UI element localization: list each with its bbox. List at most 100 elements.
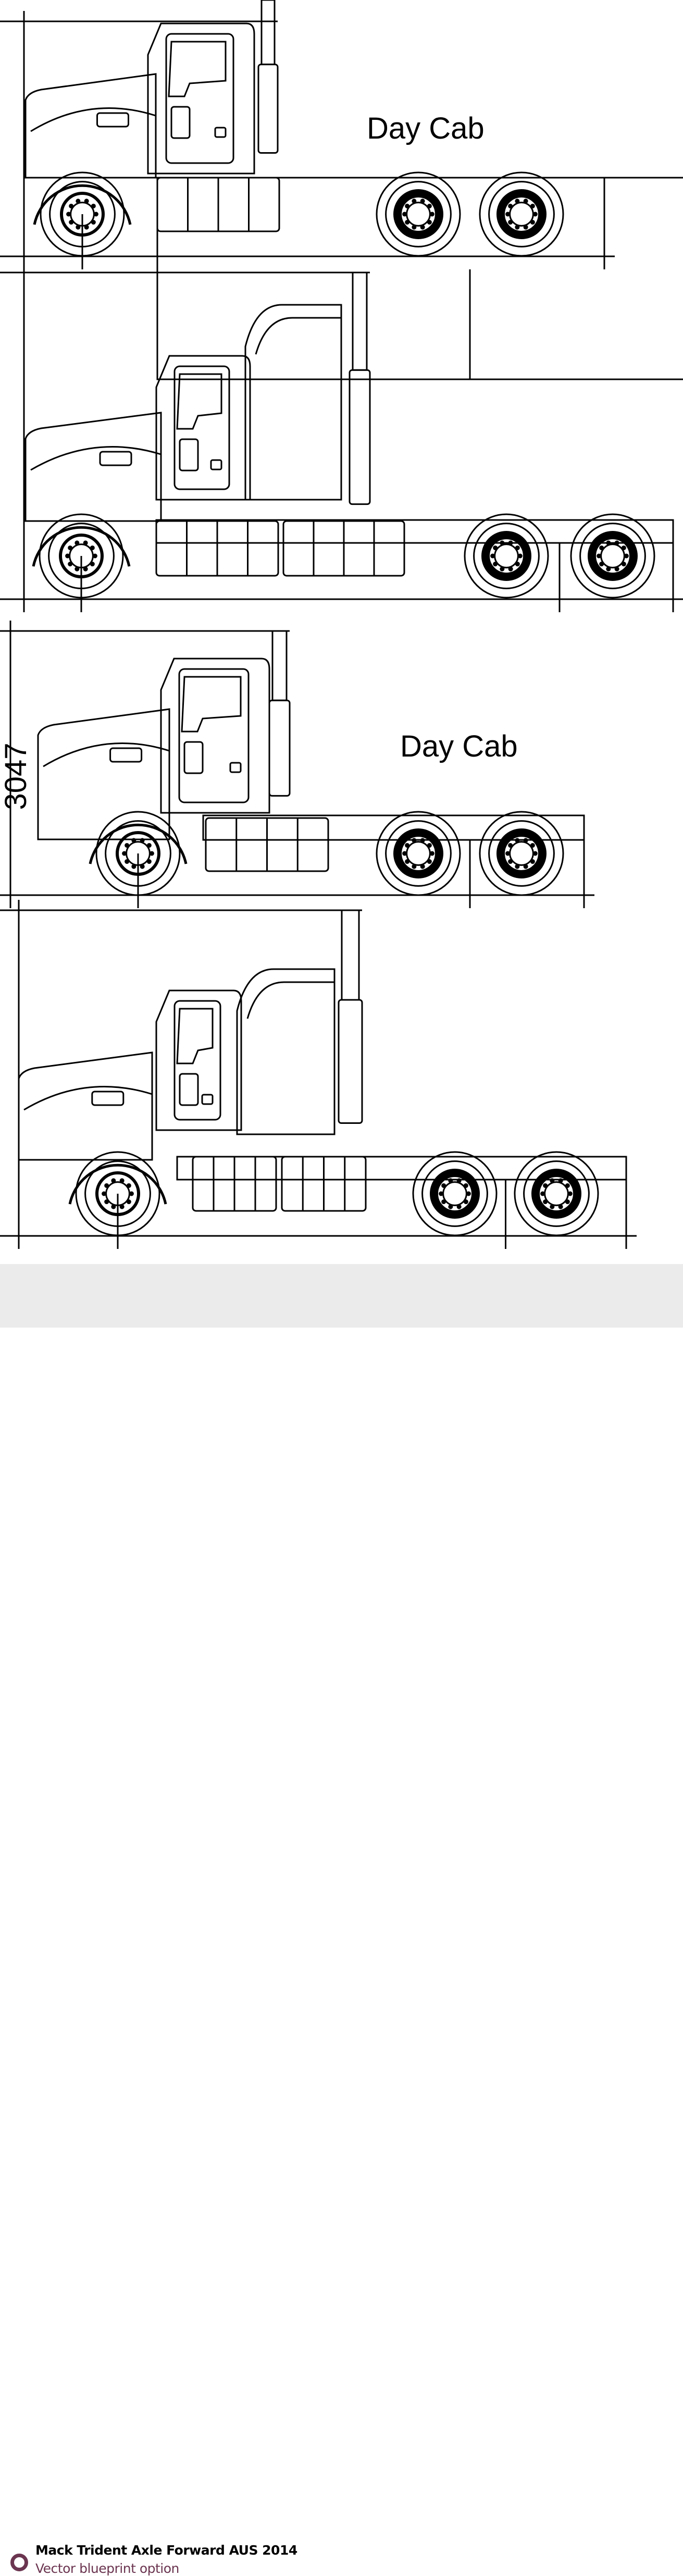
cab — [147, 22, 255, 175]
lug-nut — [515, 545, 520, 550]
day-cab-label-2: Day Cab — [400, 729, 518, 763]
exhaust-stack — [260, 0, 276, 66]
lug-nut — [405, 843, 410, 848]
rim — [116, 831, 160, 876]
lug-nut — [550, 1204, 555, 1209]
lug-nut — [91, 220, 96, 225]
lug-nut — [405, 220, 410, 225]
hub — [509, 841, 534, 866]
lug-nut — [532, 212, 538, 217]
hub — [442, 1181, 467, 1206]
lug-nut — [530, 220, 535, 225]
hub — [494, 543, 519, 568]
lug-nut — [550, 1178, 555, 1183]
cab-window — [168, 41, 227, 97]
tire-inner — [385, 181, 452, 247]
roof-fairing — [255, 317, 341, 355]
lug-nut — [530, 859, 535, 864]
hood — [24, 73, 157, 179]
lug-nut — [466, 1191, 471, 1196]
lug-nut — [420, 864, 425, 869]
frame-rail — [156, 177, 683, 380]
cab-window — [176, 373, 222, 430]
lug-nut — [90, 562, 95, 567]
lug-nut — [111, 1204, 116, 1209]
tire-inner — [385, 820, 452, 887]
lug-nut — [606, 540, 611, 546]
lug-nut — [69, 203, 74, 208]
door-panel — [179, 1073, 199, 1106]
lug-nut — [463, 1199, 468, 1205]
tire — [376, 171, 461, 257]
lug-nut — [140, 838, 145, 843]
lug-nut — [599, 545, 604, 550]
lug-nut — [126, 1199, 131, 1205]
lug-nut — [441, 1183, 446, 1188]
tire — [39, 513, 124, 599]
lug-nut — [412, 199, 417, 204]
lug-nut — [125, 843, 130, 848]
lug-nut — [523, 838, 528, 843]
lug-nut — [149, 851, 154, 856]
rim — [496, 828, 547, 878]
lug-nut — [427, 203, 432, 208]
lug-nut — [65, 553, 70, 559]
lug-nut — [463, 1183, 468, 1188]
truck-blueprint-drawing: Day Cab Day Cab 3047 — [0, 0, 683, 1249]
lug-nut — [111, 1178, 116, 1183]
lug-nut — [599, 562, 604, 567]
cab-door — [173, 365, 230, 490]
lug-nut — [427, 843, 432, 848]
lug-nut — [508, 566, 513, 572]
lug-nut — [567, 1191, 573, 1196]
tire — [514, 1151, 599, 1236]
lug-nut — [558, 1204, 563, 1209]
caption-bar: Mack Trident Axle Forward AUS 2014 Vecto… — [0, 1264, 683, 2576]
door-panel — [179, 438, 199, 472]
lug-nut — [456, 1178, 462, 1183]
lug-nut — [104, 1199, 109, 1205]
hood-crease — [30, 107, 156, 132]
hood — [37, 708, 170, 840]
headlight — [109, 747, 143, 763]
day-cab-label-1: Day Cab — [367, 112, 485, 145]
truck-day-cab-2 — [0, 621, 594, 908]
lug-nut — [597, 553, 602, 559]
lug-nut — [508, 540, 513, 546]
tire-inner — [579, 523, 646, 589]
tire — [464, 513, 549, 599]
tire-inner — [49, 181, 116, 247]
hood-crease — [43, 742, 170, 767]
lug-nut — [456, 1204, 462, 1209]
frame-rail — [202, 814, 585, 841]
rim — [393, 828, 443, 878]
lug-nut — [140, 864, 145, 869]
lug-nut — [420, 199, 425, 204]
hood — [18, 1051, 153, 1161]
lug-nut — [412, 225, 417, 230]
roof-fairing — [246, 981, 334, 1019]
lug-nut — [427, 859, 432, 864]
tire-inner — [523, 1160, 590, 1227]
exhaust-stack — [341, 909, 360, 1001]
ring-icon — [10, 2554, 28, 2571]
lug-nut — [500, 540, 505, 546]
lug-nut — [621, 545, 626, 550]
rim — [430, 1169, 480, 1219]
hub — [406, 841, 431, 866]
lug-nut — [493, 545, 498, 550]
cab-window — [176, 1008, 214, 1064]
lug-nut — [515, 199, 520, 204]
lug-nut — [540, 1191, 545, 1196]
lug-nut — [508, 220, 513, 225]
caption-subtitle: Vector blueprint option — [35, 2561, 179, 2576]
lug-nut — [125, 859, 130, 864]
lug-nut — [439, 1191, 444, 1196]
lug-nut — [69, 220, 74, 225]
caption-title: Mack Trident Axle Forward AUS 2014 — [35, 2543, 297, 2558]
muffler — [338, 999, 363, 1124]
lug-nut — [76, 199, 81, 204]
lug-nut — [126, 1183, 131, 1188]
exhaust-stack — [271, 630, 288, 701]
lug-nut — [93, 212, 98, 217]
